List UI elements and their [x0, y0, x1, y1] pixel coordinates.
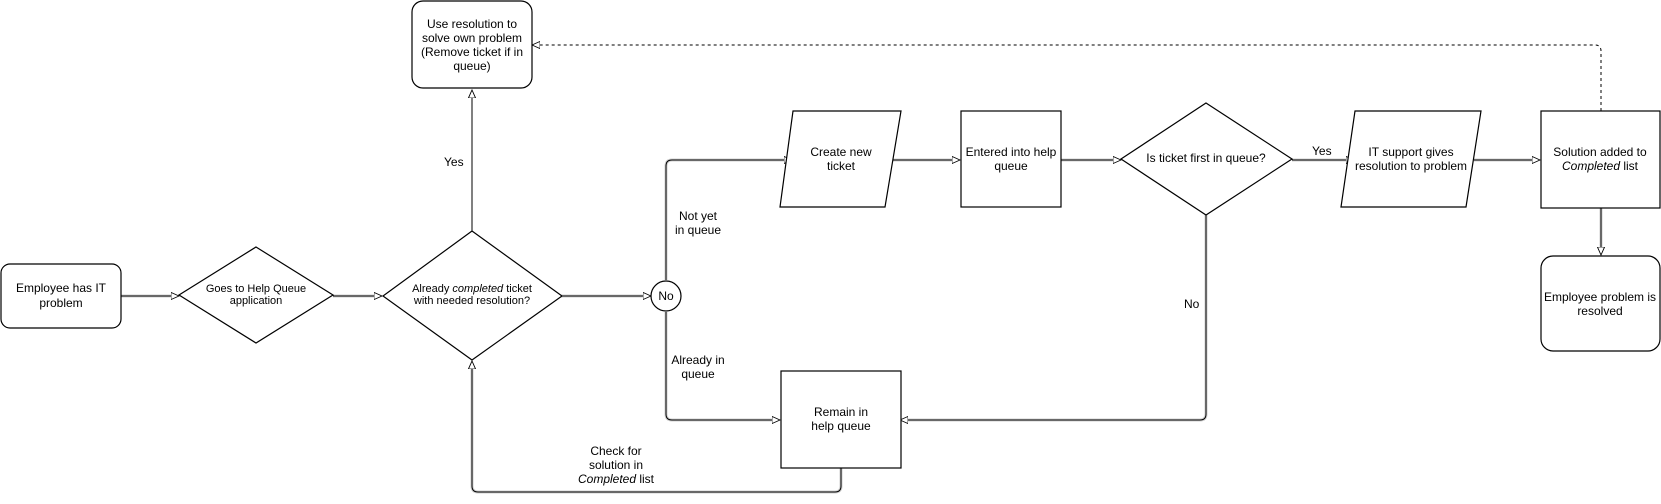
- node-use-resolution: Use resolution to solve own problem (Rem…: [411, 0, 533, 89]
- edge-labels: Yes Not yet in queue Already in queue Ye…: [444, 144, 1332, 486]
- node-remain-queue-line1: Remain in: [814, 405, 868, 419]
- edge-no-to-remain-queue: [664, 312, 780, 420]
- node-employee-has-problem-line2: problem: [39, 296, 82, 310]
- node-employee-has-problem: Employee has IT problem: [0, 263, 122, 329]
- edge-label-yes-up: Yes: [444, 155, 464, 169]
- node-entered-queue-line2: queue: [994, 159, 1028, 173]
- node-employee-has-problem-line1: Employee has IT: [16, 281, 107, 295]
- node-use-resolution-line3: (Remove ticket if in: [421, 45, 523, 59]
- node-problem-resolved-line1: Employee problem is: [1544, 290, 1656, 304]
- node-goes-to-app: Goes to Help Queue application: [177, 246, 335, 344]
- node-use-resolution-line2: solve own problem: [422, 31, 522, 45]
- edge-no-to-create-ticket: [664, 160, 792, 280]
- edge-label-not-yet-line2: in queue: [675, 223, 721, 237]
- edge-remain-to-decision: [472, 361, 843, 494]
- node-problem-resolved-line2: resolved: [1577, 304, 1622, 318]
- edge-solution-to-resolution-dashed: [532, 45, 1602, 111]
- node-problem-resolved: Employee problem is resolved: [1540, 255, 1661, 352]
- edge-label-check-line2: solution in: [589, 458, 643, 472]
- edge-label-not-yet-line1: Not yet: [679, 209, 718, 223]
- node-no-junction-label: No: [658, 289, 674, 303]
- node-entered-queue-line1: Entered into help: [966, 145, 1057, 159]
- node-it-support-line1: IT support gives: [1368, 145, 1453, 159]
- edge-label-yes-right: Yes: [1312, 144, 1332, 158]
- node-create-ticket-line2: ticket: [827, 159, 856, 173]
- edge-label-check-line3: Completed list: [578, 472, 655, 486]
- node-create-ticket-line1: Create new: [810, 145, 872, 159]
- node-use-resolution-line4: queue): [453, 59, 490, 73]
- node-remain-queue-line2: help queue: [811, 419, 871, 433]
- edge-label-no-down: No: [1184, 297, 1200, 311]
- node-use-resolution-line1: Use resolution to: [427, 17, 517, 31]
- edges: [121, 45, 1602, 494]
- edge-label-already-in-line1: Already in: [671, 353, 724, 367]
- node-it-support: IT support gives resolution to problem: [1340, 110, 1482, 208]
- node-goes-to-app-line2: application: [230, 295, 283, 307]
- edge-label-already-in-line2: queue: [681, 367, 715, 381]
- node-solution-added-line1: Solution added to: [1553, 145, 1647, 159]
- node-already-completed-line2: with needed resolution?: [413, 295, 530, 307]
- node-remain-queue: Remain in help queue: [780, 370, 902, 469]
- node-solution-added: Solution added to Completed list: [1540, 110, 1661, 209]
- node-first-in-queue-label: Is ticket first in queue?: [1146, 151, 1266, 165]
- edge-first-to-remain-queue: [900, 215, 1208, 420]
- node-goes-to-app-line1: Goes to Help Queue: [206, 283, 306, 295]
- node-it-support-line2: resolution to problem: [1355, 159, 1467, 173]
- node-entered-queue: Entered into help queue: [960, 110, 1062, 208]
- node-create-ticket: Create new ticket: [779, 110, 902, 208]
- node-first-in-queue: Is ticket first in queue?: [1119, 102, 1294, 216]
- node-already-completed-line1: Already completed ticket: [412, 283, 532, 295]
- node-solution-added-line2: Completed list: [1562, 159, 1639, 173]
- node-no-junction: No: [650, 280, 682, 312]
- edge-label-check-line1: Check for: [590, 444, 641, 458]
- node-already-completed: Already completed ticket with needed res…: [381, 230, 564, 361]
